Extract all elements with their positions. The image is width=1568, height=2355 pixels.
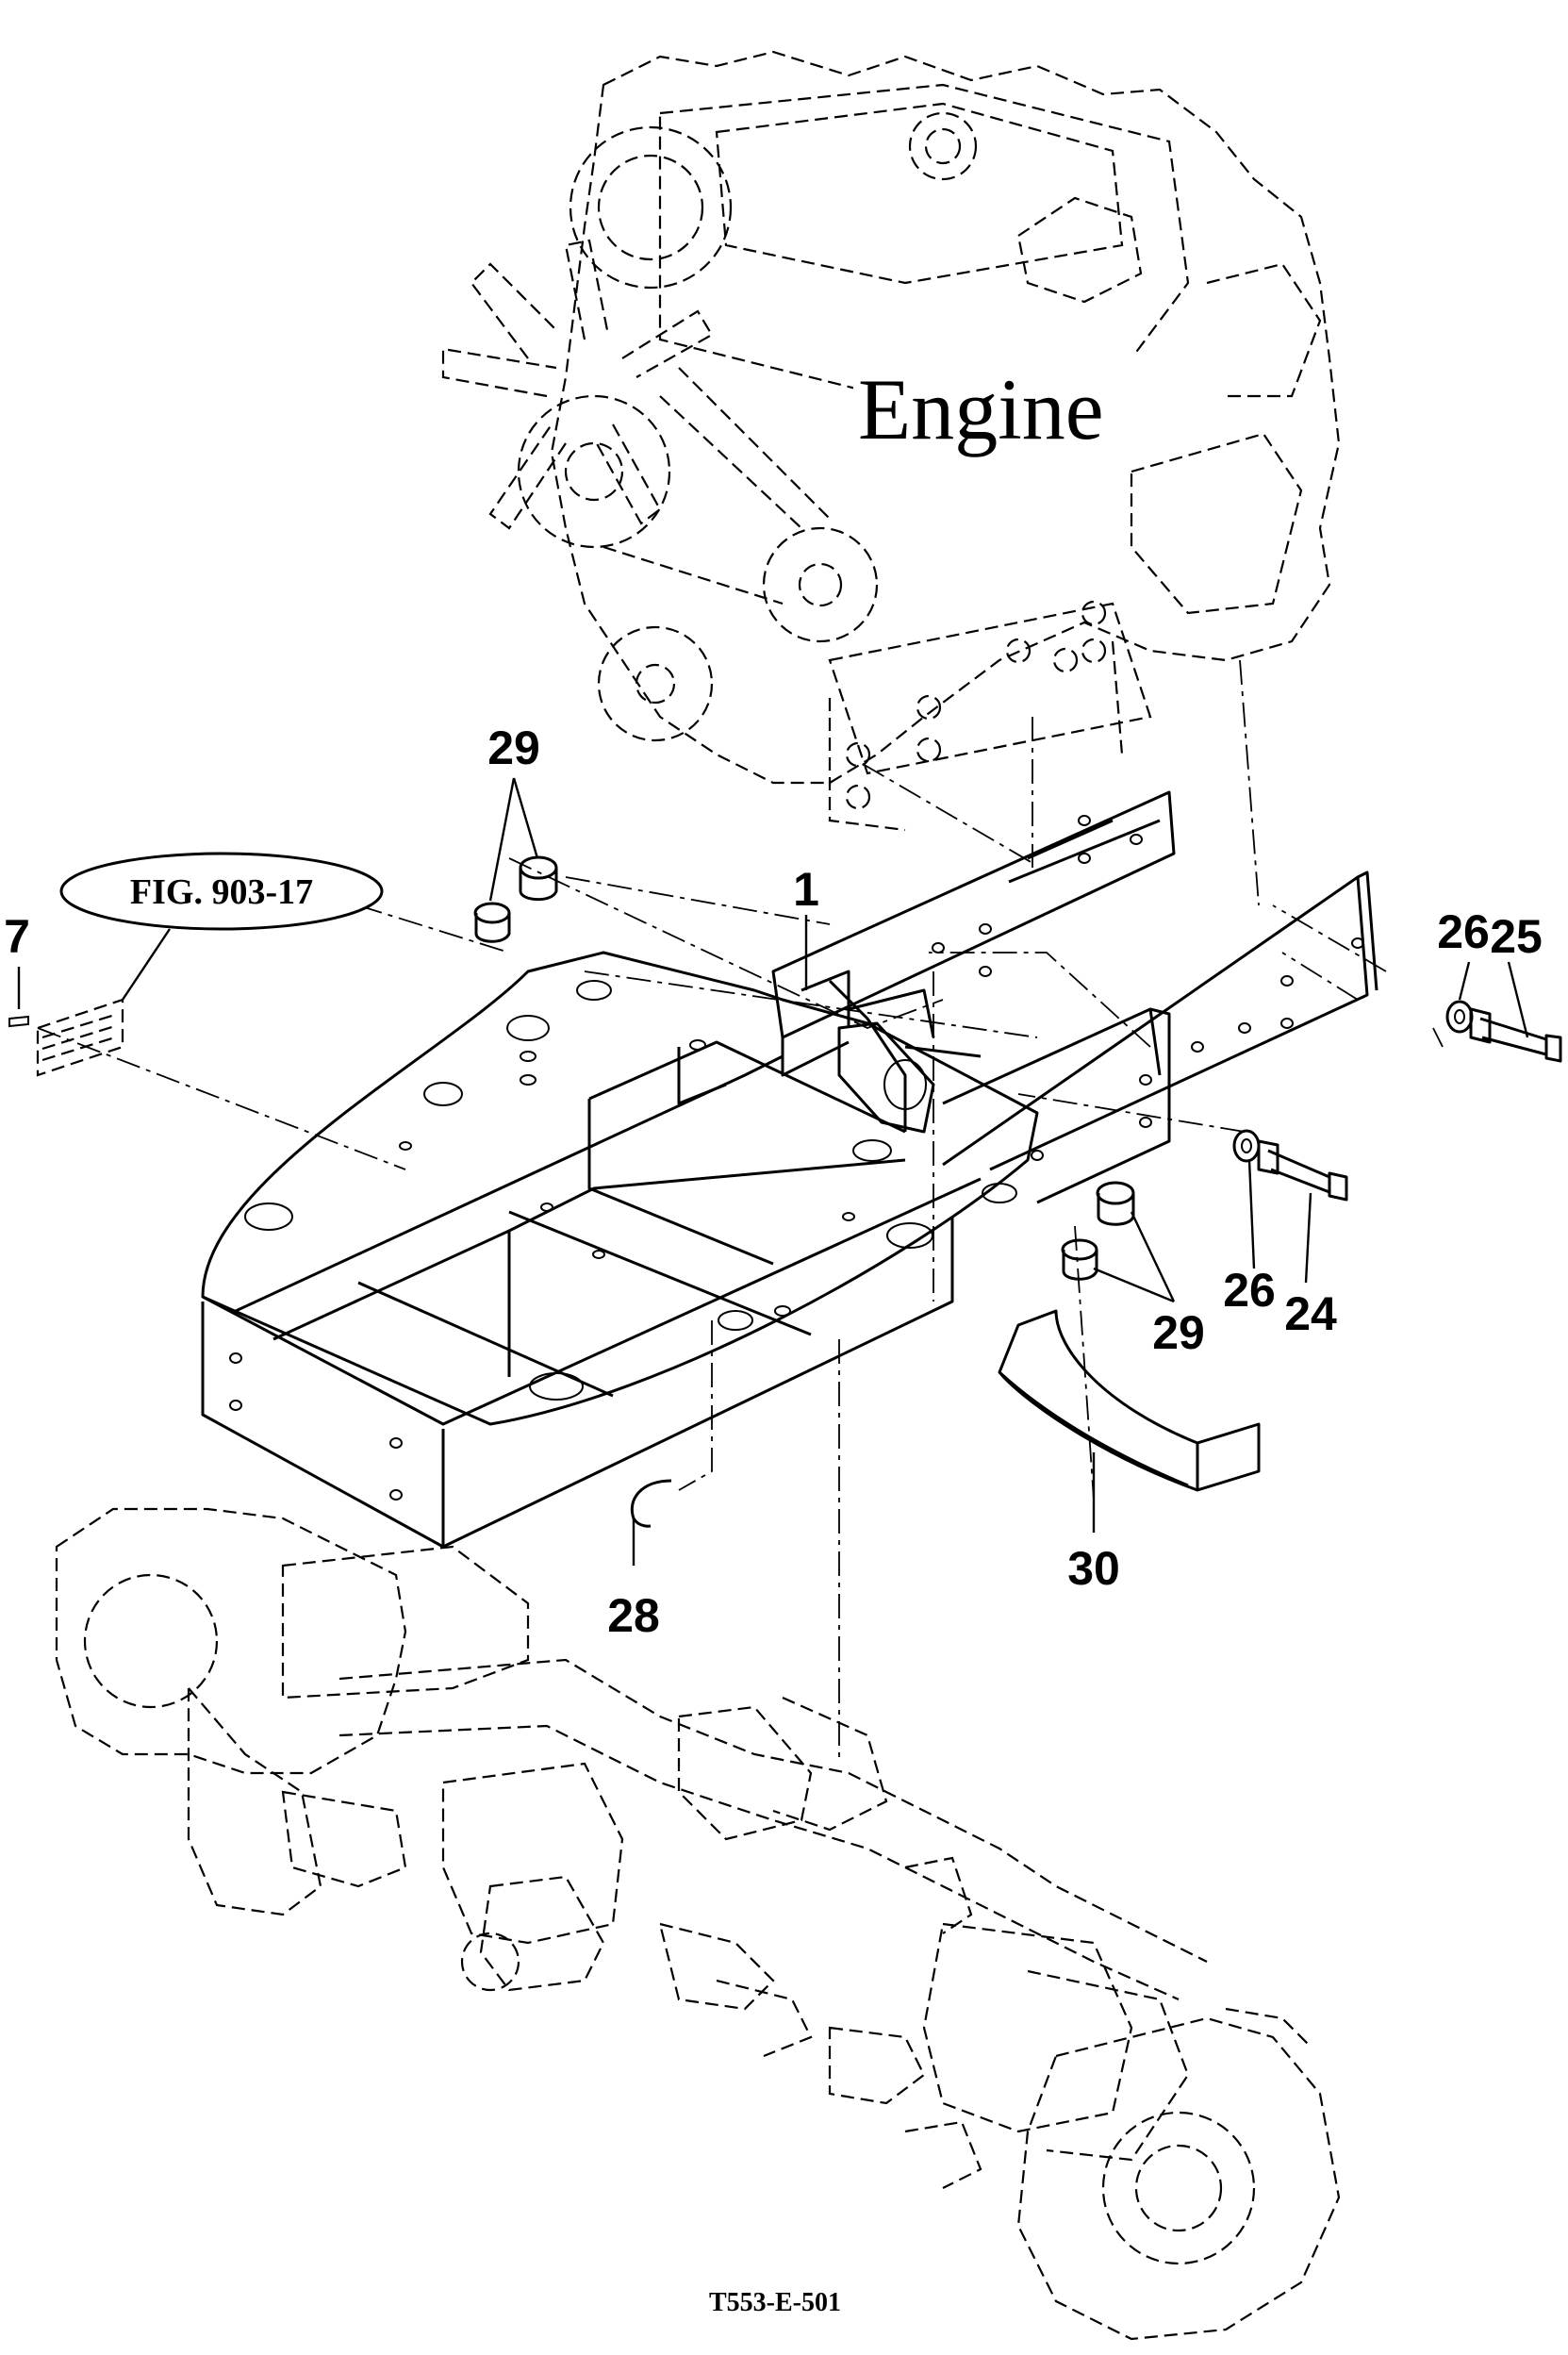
- leader-lines: [17, 777, 1529, 1566]
- figure-reference-text: FIG. 903-17: [130, 872, 313, 912]
- fan-blades: [441, 239, 714, 530]
- cover-part-30: [998, 1309, 1261, 1492]
- callout-washer-upper: 26: [1437, 905, 1490, 958]
- callout-bolt-long-upper: 25: [1490, 910, 1543, 963]
- bolt-7-and-plate: [8, 998, 124, 1077]
- bolt-24-assembly: [1232, 1129, 1348, 1202]
- clip-part-28: [630, 1479, 672, 1528]
- callout-labels: 29 1 7 26 25 26 24 29 30 28: [4, 721, 1543, 1642]
- callout-bushing-lower: 29: [1152, 1306, 1205, 1359]
- axle-assembly: [55, 1507, 1341, 2341]
- callout-bolt-long-lower: 24: [1284, 1287, 1337, 1340]
- bolt-25-assembly: [1445, 1000, 1562, 1063]
- drawing-code: T553-E-501: [709, 2288, 841, 2317]
- frame-assembly: [201, 790, 1378, 1549]
- engine-assembly: Engine: [441, 50, 1341, 832]
- engine-label: Engine: [858, 361, 1104, 457]
- callout-bushing-upper: 29: [487, 721, 540, 774]
- callout-clip: 28: [607, 1589, 660, 1642]
- figure-reference-badge: FIG. 903-17: [59, 852, 384, 931]
- callout-frame: 1: [793, 863, 819, 916]
- alignment-lines: [37, 659, 1444, 1764]
- frame-holes: [229, 980, 1017, 1501]
- callout-bolt-small: 7: [4, 910, 30, 963]
- bushing-upper-pair: [473, 855, 558, 943]
- callout-cover: 30: [1067, 1542, 1120, 1595]
- callout-washer-lower: 26: [1223, 1264, 1276, 1317]
- bushing-lower-pair: [1061, 1181, 1135, 1281]
